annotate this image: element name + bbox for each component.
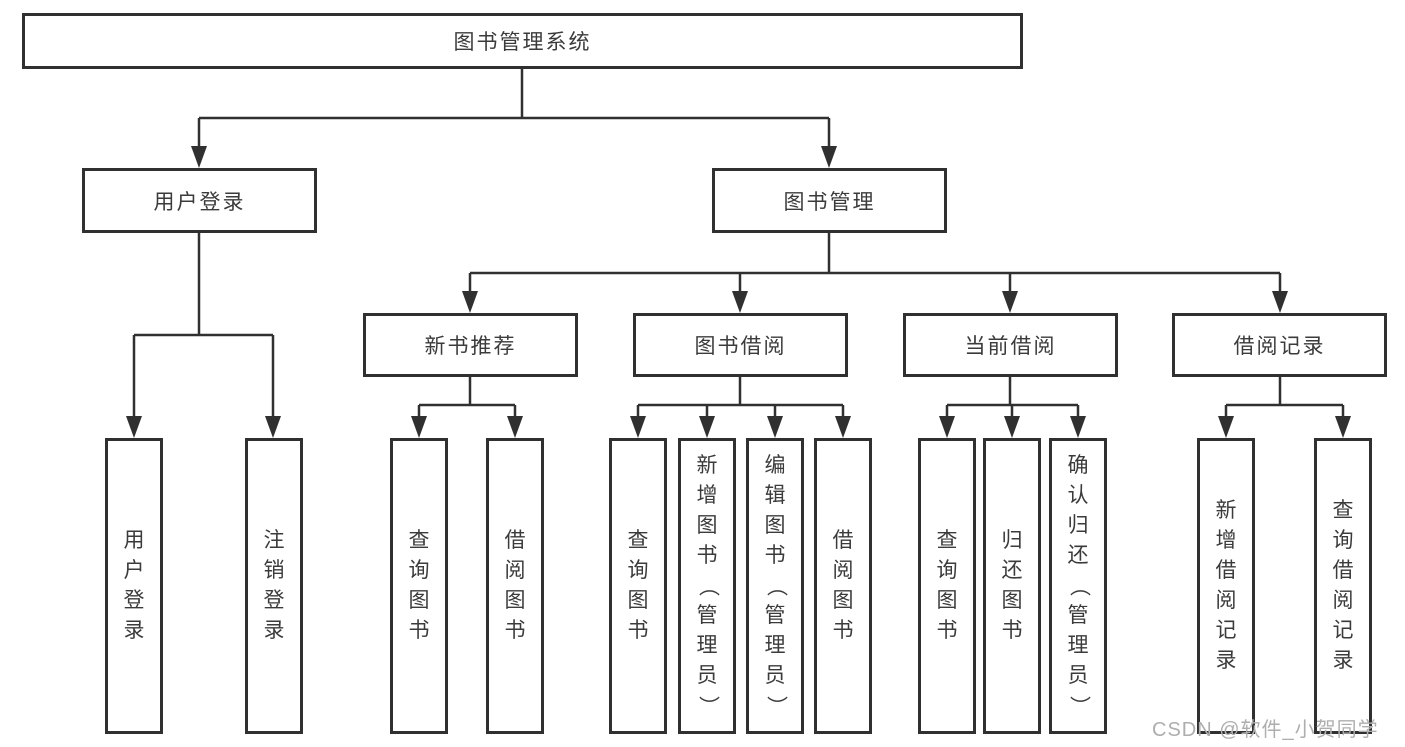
leaf-query-books-borrowing: 查询图书 [609,438,667,734]
node-label: 图书管理系统 [453,31,592,54]
leaf-logout: 注销登录 [245,438,303,734]
node-user-login-branch: 用户登录 [82,168,317,233]
node-label: 借阅图书 [832,529,854,642]
node-label: 查询借阅记录 [1332,499,1354,672]
leaf-add-book-admin: 新增图书（管理员） [678,438,736,734]
node-label: 新增借阅记录 [1215,499,1237,672]
csdn-watermark: CSDN @软件_小贺同学 [1152,719,1379,741]
node-label: 图书借阅 [694,335,787,358]
node-label: 查询图书 [408,529,430,642]
leaf-query-books-recommend: 查询图书 [390,438,448,734]
leaf-confirm-return-admin: 确认归还（管理员） [1049,438,1107,734]
node-label: 图书管理 [783,190,876,214]
node-label: 借阅记录 [1233,335,1326,358]
node-label: 注销登录 [263,529,285,642]
node-book-borrowing: 图书借阅 [633,313,848,377]
node-book-management-branch: 图书管理 [712,168,947,233]
leaf-user-login: 用户登录 [105,438,163,734]
leaf-borrow-books-recommend: 借阅图书 [486,438,544,734]
node-label: 当前借阅 [964,335,1057,358]
arrowheads [126,146,1351,438]
node-library-management-system: 图书管理系统 [22,13,1023,69]
leaf-edit-book-admin: 编辑图书（管理员） [746,438,804,734]
node-label: 借阅图书 [504,529,526,642]
node-label: 新增图书（管理员） [696,454,719,717]
node-label: 确认归还（管理员） [1067,454,1090,717]
node-label: 编辑图书（管理员） [764,454,787,717]
leaf-return-books: 归还图书 [983,438,1041,734]
node-new-book-recommend: 新书推荐 [363,313,578,377]
node-label: 归还图书 [1001,529,1023,642]
leaf-query-borrow-record: 查询借阅记录 [1314,438,1372,734]
node-label: 用户登录 [153,190,246,214]
node-label: 查询图书 [627,529,649,642]
node-label: 新书推荐 [424,335,517,358]
leaf-add-borrow-record: 新增借阅记录 [1197,438,1255,734]
leaf-borrow-books-borrowing: 借阅图书 [814,438,872,734]
node-borrowing-records: 借阅记录 [1172,313,1387,377]
node-label: 用户登录 [123,529,145,642]
node-label: 查询图书 [936,529,958,642]
connector-strokes [132,69,1345,418]
node-current-borrowing: 当前借阅 [903,313,1118,377]
leaf-query-books-current: 查询图书 [918,438,976,734]
